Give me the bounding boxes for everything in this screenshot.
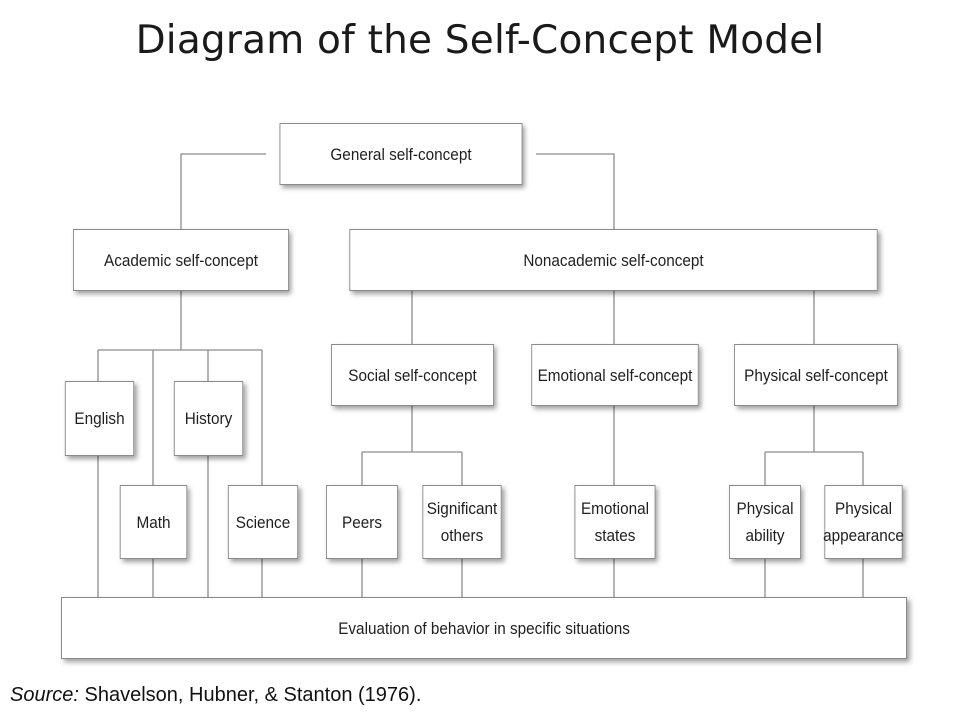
node-nonacademic-self-concept: Nonacademic self-concept [349,229,878,291]
node-physical-ability-label: Physical ability [736,499,794,545]
node-social-self-concept: Social self-concept [331,344,494,406]
page-title: Diagram of the Self-Concept Model [135,18,825,63]
node-evaluation-of-behavior-label: Evaluation of behavior in specific situa… [338,618,630,638]
node-physical-self-concept: Physical self-concept [734,344,898,406]
node-math: Math [119,485,188,559]
node-physical-appearance-label: Physical appearance [823,499,904,545]
node-peers: Peers [326,485,398,559]
node-academic-self-concept-label: Academic self-concept [104,250,258,270]
node-general-self-concept-label: General self-concept [330,144,472,164]
node-academic-self-concept: Academic self-concept [73,229,289,291]
node-emotional-states: Emotional states [574,485,656,559]
node-emotional-states-label: Emotional states [580,499,650,545]
source-text: Shavelson, Hubner, & Stanton (1976). [78,684,422,706]
node-history: History [173,381,244,456]
node-science: Science [227,485,299,559]
node-emotional-self-concept-label: Emotional self-concept [537,365,693,385]
node-english-label: English [74,409,125,428]
node-math-label: Math [136,512,171,532]
node-significant-others-label: Significant others [426,499,498,545]
node-peers-label: Peers [342,512,382,532]
node-general-self-concept: General self-concept [279,123,523,185]
node-nonacademic-self-concept-label: Nonacademic self-concept [523,250,704,270]
node-physical-ability: Physical ability [729,485,801,559]
node-physical-self-concept-label: Physical self-concept [744,365,888,385]
node-evaluation-of-behavior: Evaluation of behavior in specific situa… [61,597,907,659]
node-english: English [64,381,135,456]
node-social-self-concept-label: Social self-concept [348,365,477,385]
node-emotional-self-concept: Emotional self-concept [531,344,699,406]
node-physical-appearance: Physical appearance [823,485,904,559]
node-significant-others: Significant others [422,485,502,559]
source-label: Source: [10,684,79,706]
source-citation: Source: Shavelson, Hubner, & Stanton (19… [10,684,421,707]
node-science-label: Science [235,512,291,532]
node-history-label: History [184,409,233,428]
